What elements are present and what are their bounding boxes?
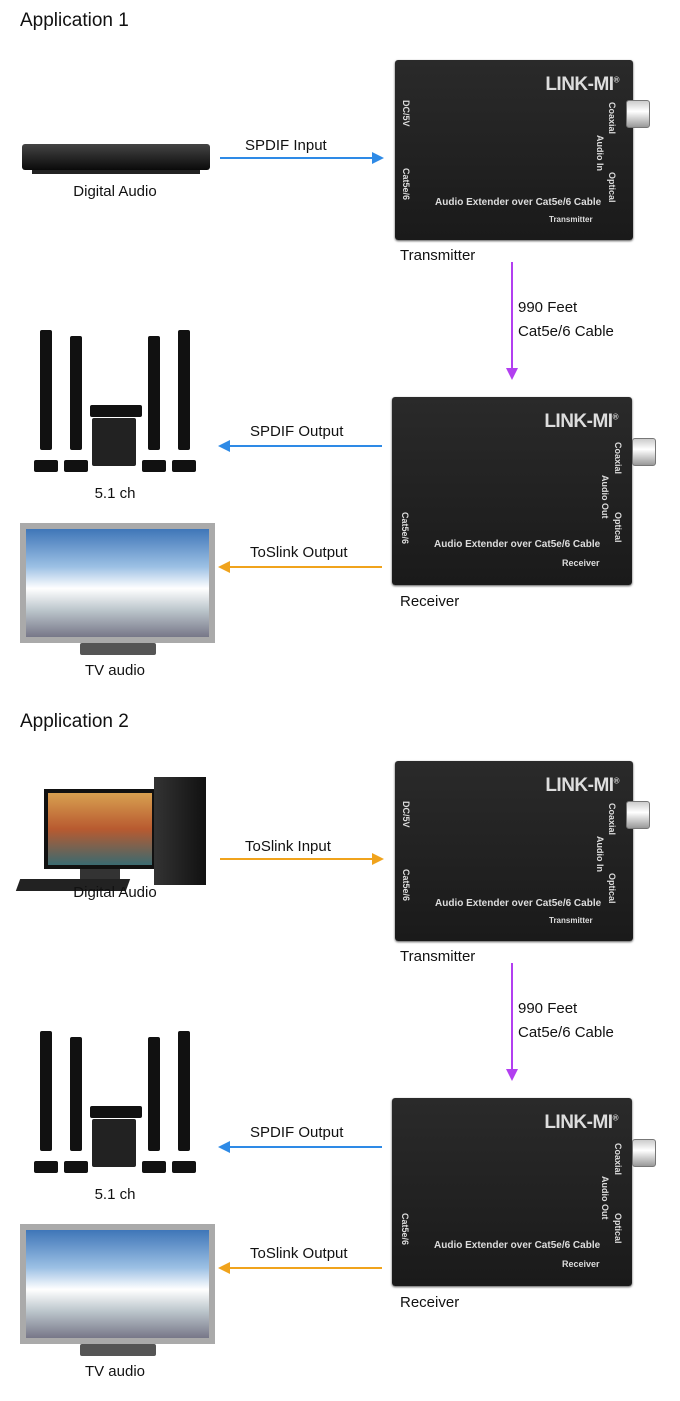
brand-logo: LINK-MI®	[544, 411, 618, 432]
receiver-device: LINK-MI® Cat5e/6 Audio Out Coaxial Optic…	[392, 397, 632, 585]
port-label-dc: DC/5V	[401, 100, 411, 127]
cable-length: 990 Feet	[518, 299, 578, 316]
spdif-output-arrow	[218, 440, 382, 452]
tv-label: TV audio	[84, 662, 146, 679]
port-label-cat: Cat5e/6	[400, 512, 410, 545]
source-label: Digital Audio	[73, 183, 157, 200]
cable-arrow	[506, 262, 518, 380]
device-kind: Receiver	[562, 558, 600, 568]
port-label-coaxial: Coaxial	[613, 442, 623, 475]
port-label-audio: Audio Out	[600, 1176, 610, 1220]
device-kind: Transmitter	[549, 916, 593, 925]
input-label: ToSlink Input	[245, 838, 331, 855]
toslink-output-label: ToSlink Output	[250, 1245, 348, 1262]
speakers-label: 5.1 ch	[94, 1186, 136, 1203]
device-description: Audio Extender over Cat5e/6 Cable	[434, 1240, 601, 1251]
input-arrow	[220, 853, 384, 865]
coaxial-connector	[626, 100, 650, 128]
section-title: Application 1	[20, 10, 129, 31]
coaxial-connector	[632, 438, 656, 466]
application-section: Application 2 Digital Audio ToSlink Inpu…	[0, 701, 680, 1401]
speakers-5-1-icon	[30, 330, 200, 476]
tv-icon	[20, 1224, 215, 1344]
dvd-player-icon	[22, 140, 210, 176]
spdif-output-arrow	[218, 1141, 382, 1153]
tv-stand	[80, 1344, 156, 1356]
spdif-output-label: SPDIF Output	[250, 1124, 344, 1141]
tv-stand	[80, 643, 156, 655]
coaxial-connector	[626, 801, 650, 829]
toslink-output-label: ToSlink Output	[250, 544, 348, 561]
input-arrow	[220, 152, 384, 164]
device-description: Audio Extender over Cat5e/6 Cable	[435, 197, 602, 208]
toslink-output-arrow	[218, 561, 382, 573]
port-label-coaxial: Coaxial	[613, 1143, 623, 1176]
port-label-cat: Cat5e/6	[401, 869, 411, 902]
receiver-caption: Receiver	[400, 593, 460, 610]
tv-icon	[20, 523, 215, 643]
port-label-dc: DC/5V	[401, 801, 411, 828]
speakers-5-1-icon	[30, 1031, 200, 1177]
transmitter-caption: Transmitter	[400, 948, 476, 965]
source-label: Digital Audio	[73, 884, 157, 901]
receiver-device: LINK-MI® Cat5e/6 Audio Out Coaxial Optic…	[392, 1098, 632, 1286]
transmitter-device: LINK-MI® DC/5V Cat5e/6 Audio In Coaxial …	[395, 761, 633, 941]
port-label-audio: Audio Out	[600, 475, 610, 519]
desktop-computer-icon	[15, 775, 208, 895]
device-description: Audio Extender over Cat5e/6 Cable	[435, 898, 602, 909]
port-label-audio: Audio In	[595, 836, 605, 872]
port-label-audio: Audio In	[595, 135, 605, 171]
section-title: Application 2	[20, 711, 129, 732]
input-label: SPDIF Input	[245, 137, 327, 154]
spdif-output-label: SPDIF Output	[250, 423, 344, 440]
speakers-label: 5.1 ch	[94, 485, 136, 502]
coaxial-connector	[632, 1139, 656, 1167]
application-section: Application 1 Digital Audio SPDIF Input …	[0, 0, 680, 700]
receiver-caption: Receiver	[400, 1294, 460, 1311]
cable-type: Cat5e/6 Cable	[518, 1024, 614, 1041]
port-label-optical: Optical	[607, 873, 617, 904]
device-kind: Transmitter	[549, 215, 593, 224]
cable-type: Cat5e/6 Cable	[518, 323, 614, 340]
cable-arrow	[506, 963, 518, 1081]
port-label-cat: Cat5e/6	[401, 168, 411, 201]
brand-logo: LINK-MI®	[545, 775, 619, 796]
brand-logo: LINK-MI®	[545, 74, 619, 95]
toslink-output-arrow	[218, 1262, 382, 1274]
transmitter-device: LINK-MI® DC/5V Cat5e/6 Audio In Coaxial …	[395, 60, 633, 240]
cable-length: 990 Feet	[518, 1000, 578, 1017]
port-label-optical: Optical	[613, 512, 623, 543]
transmitter-caption: Transmitter	[400, 247, 476, 264]
device-description: Audio Extender over Cat5e/6 Cable	[434, 539, 601, 550]
port-label-optical: Optical	[613, 1213, 623, 1244]
port-label-optical: Optical	[607, 172, 617, 203]
port-label-coaxial: Coaxial	[607, 102, 617, 135]
tv-label: TV audio	[84, 1363, 146, 1380]
brand-logo: LINK-MI®	[544, 1112, 618, 1133]
port-label-coaxial: Coaxial	[607, 803, 617, 836]
port-label-cat: Cat5e/6	[400, 1213, 410, 1246]
device-kind: Receiver	[562, 1259, 600, 1269]
